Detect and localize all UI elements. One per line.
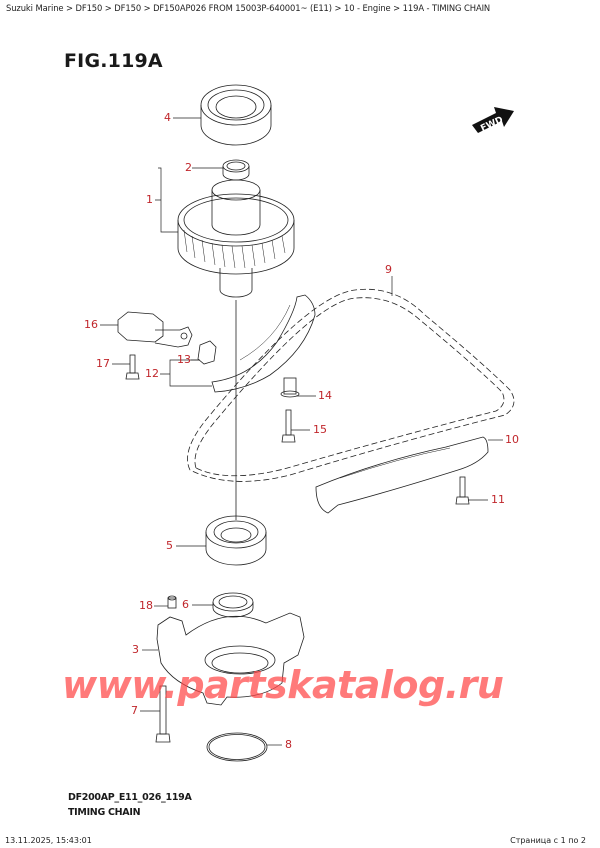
part-2-spacer	[222, 159, 250, 181]
part-6-seal	[212, 592, 254, 618]
callout-2[interactable]: 2	[185, 161, 192, 174]
part-18-pin	[167, 595, 177, 609]
callout-8[interactable]: 8	[285, 738, 292, 751]
figure-caption: TIMING CHAIN	[68, 807, 141, 818]
callout-3[interactable]: 3	[132, 643, 139, 656]
part-14-sleeve	[280, 377, 300, 398]
part-8-oring	[206, 732, 268, 762]
print-timestamp: 13.11.2025, 15:43:01	[5, 836, 92, 845]
part-10-chain-guide	[315, 436, 489, 514]
callout-1[interactable]: 1	[146, 193, 153, 206]
leader-lines	[100, 117, 503, 746]
part-12-chain-guide	[211, 294, 316, 393]
figure-title: FIG.119A	[64, 50, 163, 72]
callout-4[interactable]: 4	[164, 111, 171, 124]
callout-9[interactable]: 9	[385, 263, 392, 276]
part-4-bearing	[200, 84, 272, 146]
callout-10[interactable]: 10	[505, 433, 519, 446]
callout-12[interactable]: 12	[145, 367, 159, 380]
figure-code: DF200AP_E11_026_119A	[68, 792, 192, 803]
part-13-clip	[197, 340, 217, 365]
callout-18[interactable]: 18	[139, 599, 153, 612]
part-17-bolt	[125, 354, 140, 380]
callout-13[interactable]: 13	[177, 353, 191, 366]
part-15-bolt	[281, 409, 296, 443]
part-7-bolt	[155, 685, 171, 743]
callout-7[interactable]: 7	[131, 704, 138, 717]
part-16-tensioner	[117, 311, 193, 348]
part-5-bearing	[205, 515, 267, 566]
callout-15[interactable]: 15	[313, 423, 327, 436]
watermark: www.partskatalog.ru	[62, 663, 504, 707]
page-indicator: Страница с 1 по 2	[510, 836, 586, 845]
callout-5[interactable]: 5	[166, 539, 173, 552]
callout-17[interactable]: 17	[96, 357, 110, 370]
fwd-direction-icon: FWD	[472, 107, 514, 134]
callout-6[interactable]: 6	[182, 598, 189, 611]
callout-16[interactable]: 16	[84, 318, 98, 331]
callout-11[interactable]: 11	[491, 493, 505, 506]
callout-14[interactable]: 14	[318, 389, 332, 402]
part-3-housing	[156, 612, 305, 706]
breadcrumb: Suzuki Marine > DF150 > DF150 > DF150AP0…	[6, 3, 491, 13]
part-1-gear	[177, 179, 295, 298]
part-9-chain	[187, 288, 515, 482]
part-11-bolt	[455, 476, 470, 505]
